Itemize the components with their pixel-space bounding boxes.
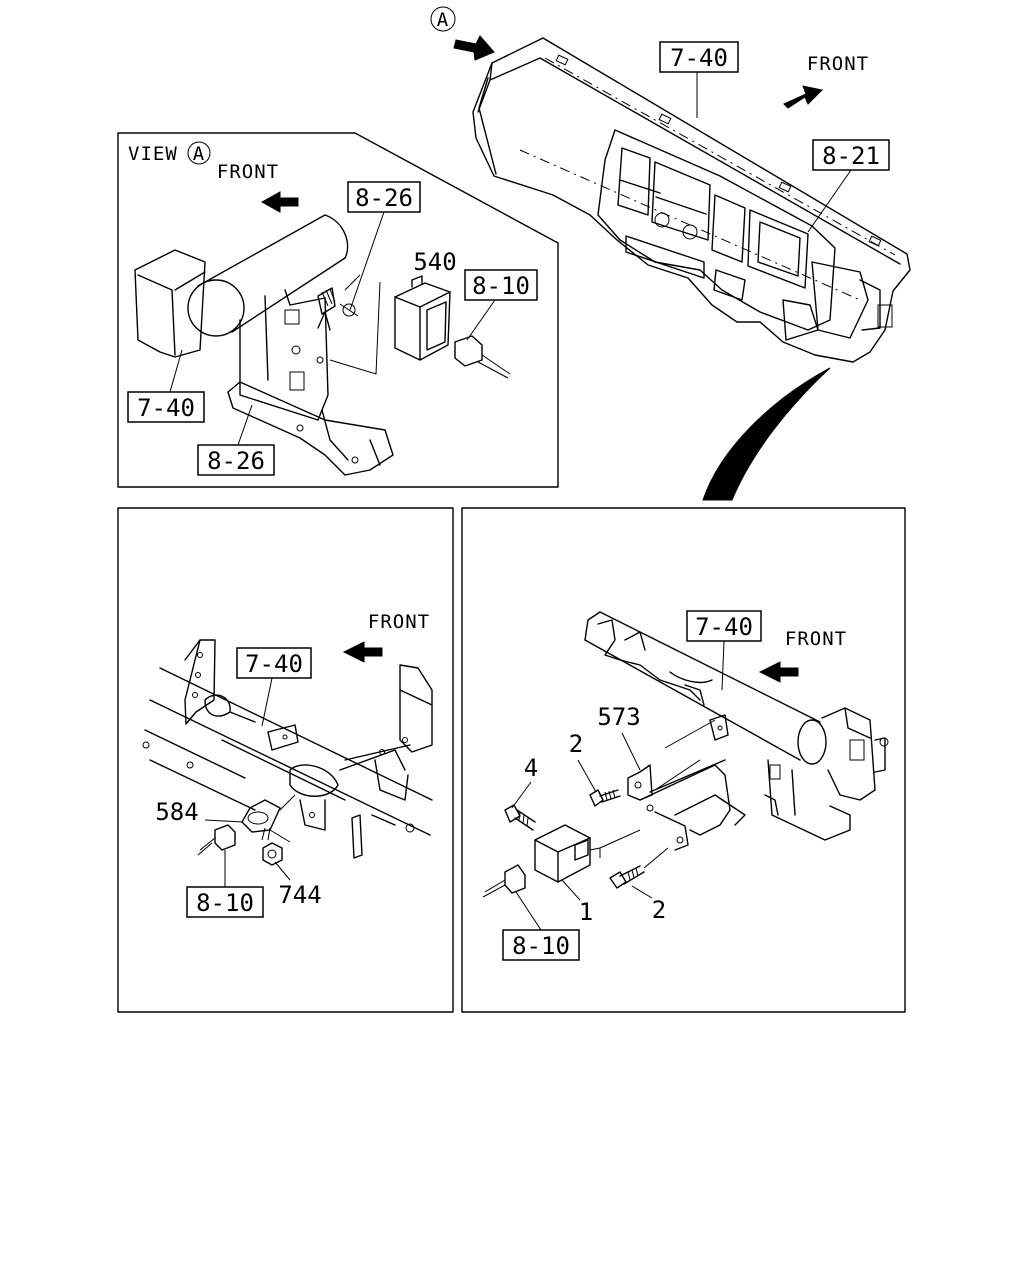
part-label-573: 573 [597, 703, 640, 731]
front-arrow-top [783, 85, 824, 109]
front-label-top: FRONT [807, 53, 869, 75]
part-label-744: 744 [278, 881, 321, 909]
ref-box-8-10-view-a [464, 269, 538, 301]
lower-right-panel: FRONT [461, 507, 906, 1013]
view-marker-letter: A [437, 9, 449, 31]
front-arrow-lower-left [342, 641, 383, 663]
front-arrow-view-a [260, 191, 299, 213]
front-arrow-lower-right [758, 661, 799, 683]
view-a-title: VIEW [128, 143, 178, 165]
ref-box-7-40-view-a [127, 391, 205, 423]
lower-left-frame [117, 507, 454, 1013]
lower-left-panel: FRONT [117, 507, 454, 1013]
part-label-2-lower: 2 [652, 896, 666, 924]
ref-label-8-10-lower-left: 8-10 [196, 889, 254, 917]
view-a-panel: VIEW A FRONT [117, 132, 559, 488]
part-label-584: 584 [155, 798, 198, 826]
ref-box-8-10-lower-right [502, 929, 580, 961]
ref-label-8-21: 8-21 [822, 142, 880, 170]
ref-label-8-10-view-a: 8-10 [472, 272, 530, 300]
ref-box-8-26-lower [197, 444, 275, 476]
ref-label-8-10-lower-right: 8-10 [512, 932, 570, 960]
part-label-4: 4 [524, 754, 538, 782]
ref-box-7-40-top [659, 41, 739, 73]
front-label-lower-left: FRONT [368, 611, 430, 633]
dashboard-assembly: A 7-40 [430, 6, 911, 363]
ref-label-8-26-upper: 8-26 [355, 184, 413, 212]
front-label-lower-right: FRONT [785, 628, 847, 650]
callout-curved-arrow [702, 367, 831, 501]
ref-label-7-40-view-a: 7-40 [137, 394, 195, 422]
ref-label-7-40-lower-right: 7-40 [695, 613, 753, 641]
part-label-540: 540 [413, 248, 456, 276]
view-a-frame [117, 132, 559, 488]
ref-label-8-26-lower: 8-26 [207, 447, 265, 475]
ref-box-7-40-lower-left [236, 647, 312, 679]
view-marker-circle [430, 6, 456, 32]
ref-label-7-40-lower-left: 7-40 [245, 650, 303, 678]
view-direction-arrow [453, 35, 495, 61]
view-a-marker-letter: A [193, 143, 205, 165]
part-label-1: 1 [579, 898, 593, 926]
front-label-view-a: FRONT [217, 161, 279, 183]
lower-right-frame [461, 507, 906, 1013]
part-label-2-upper: 2 [569, 730, 583, 758]
ref-label-7-40-top: 7-40 [670, 44, 728, 72]
